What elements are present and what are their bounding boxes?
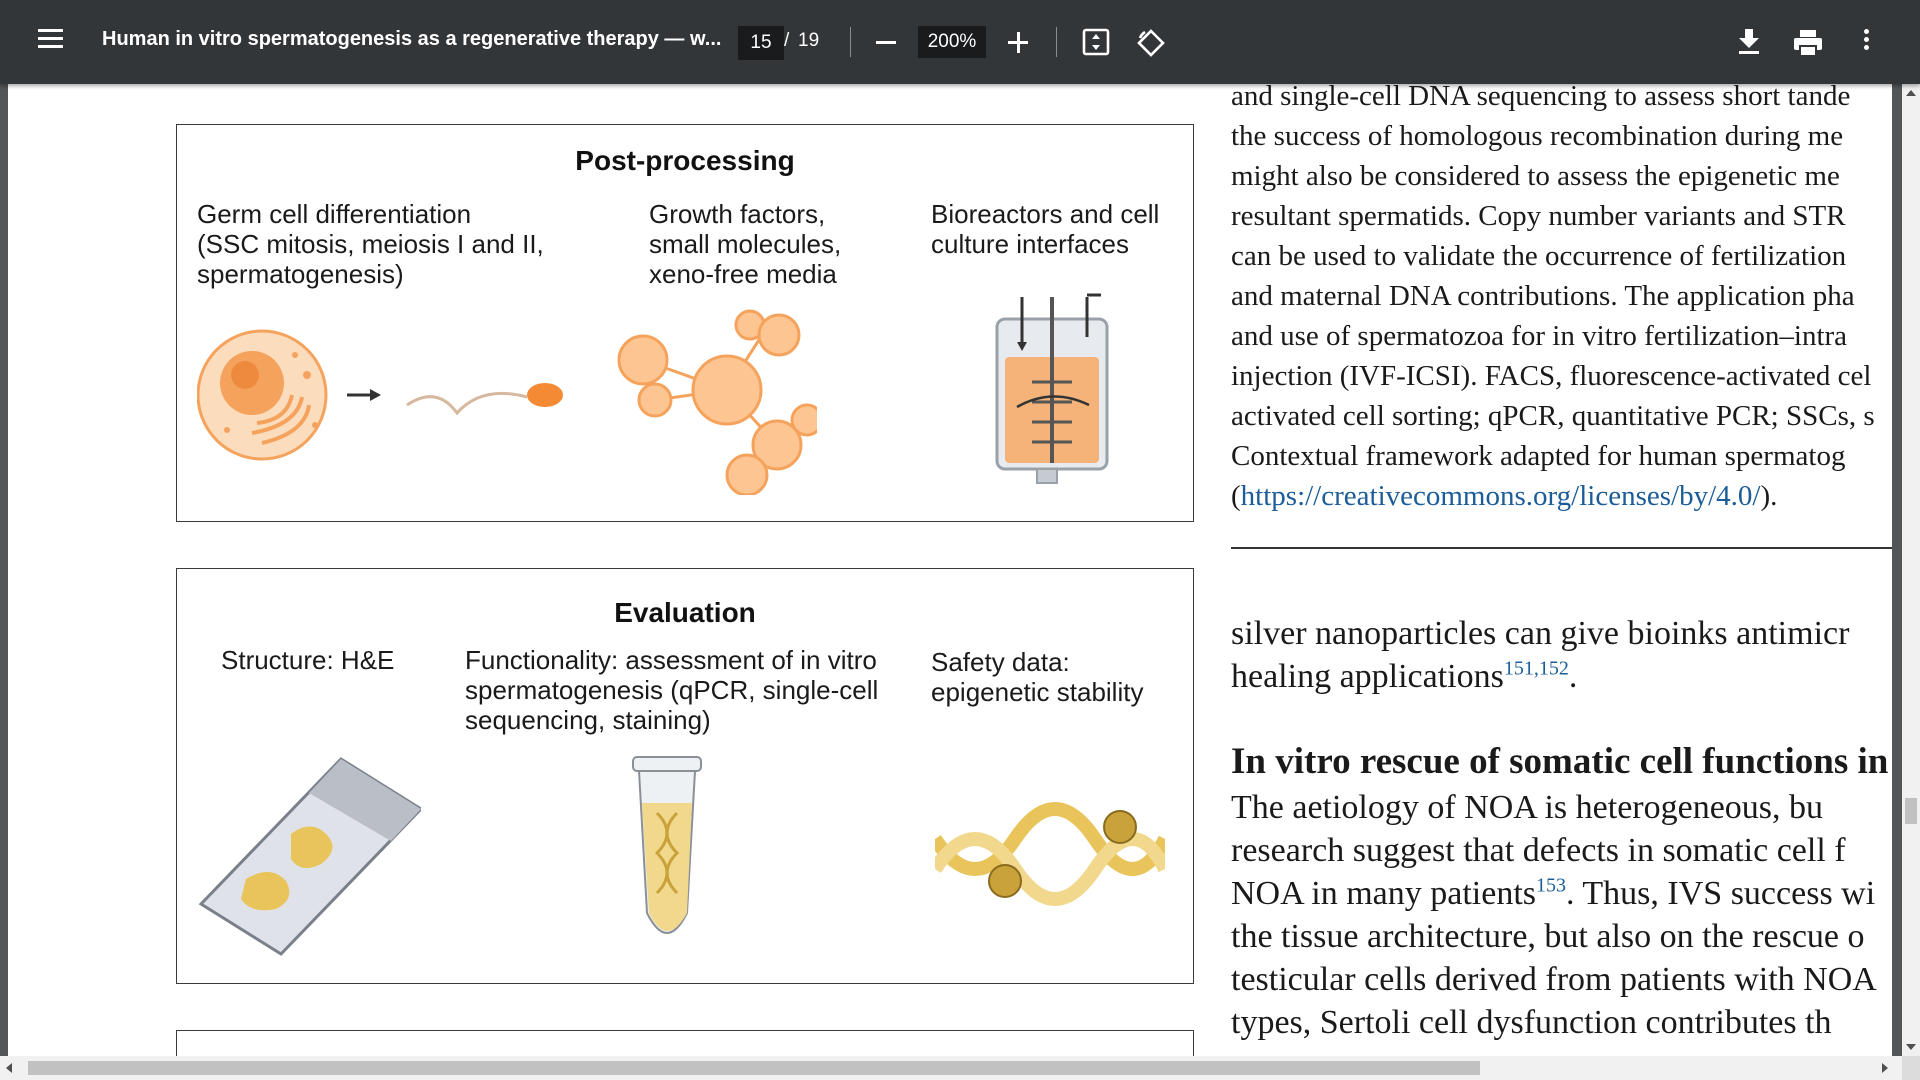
caption-line: might also be considered to assess the e… — [1231, 160, 1840, 192]
body-text: . — [1568, 658, 1578, 695]
page-separator: / — [784, 30, 790, 51]
document-title: Human in vitro spermatogenesis as a rege… — [102, 28, 722, 50]
caption-line: and single-cell DNA sequencing to assess… — [1231, 84, 1851, 112]
body-text: healing applications — [1231, 658, 1504, 695]
caption-line: injection (IVF-ICSI). FACS, fluorescence… — [1231, 360, 1872, 392]
pdf-toolbar: Human in vitro spermatogenesis as a rege… — [0, 0, 1920, 84]
print-icon[interactable] — [1792, 28, 1824, 58]
fit-to-page-icon[interactable] — [1082, 28, 1110, 56]
zoom-in-icon[interactable] — [1004, 22, 1034, 62]
evaluation-title: Evaluation — [614, 597, 756, 628]
germ-cell-label: Germ cell differentiation (SSC mitosis, … — [197, 199, 544, 289]
test-tube-illustration — [632, 756, 702, 934]
vertical-scroll-thumb[interactable] — [1905, 798, 1917, 824]
scrollbar-corner — [1902, 1056, 1920, 1080]
germ-cell-illustration — [197, 329, 563, 461]
rotate-icon[interactable] — [1136, 28, 1166, 58]
growth-factor-molecule-illustration — [617, 309, 817, 495]
horizontal-scroll-thumb[interactable] — [28, 1061, 1480, 1075]
paren-close: ). — [1760, 480, 1778, 512]
caption-line: can be used to validate the occurrence o… — [1231, 240, 1847, 272]
body-paragraph: silver nanoparticles can give bioinks an… — [1231, 612, 1892, 698]
scroll-up-arrow-icon[interactable] — [1906, 90, 1916, 96]
body-text: . Thus, IVS success wi — [1566, 875, 1876, 912]
functionality-label: Functionality: assessment of in vitro sp… — [465, 645, 879, 735]
body-line: testicular cells derived from patients w… — [1231, 961, 1877, 998]
caption-line: activated cell sorting; qPCR, quantitati… — [1231, 400, 1875, 432]
vertical-scrollbar[interactable] — [1902, 84, 1920, 1056]
post-processing-panel: Post-processing Germ cell differentiatio… — [176, 124, 1194, 522]
reference-link[interactable]: 153 — [1536, 874, 1567, 897]
caption-line: and maternal DNA contributions. The appl… — [1231, 280, 1855, 312]
growth-factors-label: Growth factors, small molecules, xeno-fr… — [649, 199, 842, 289]
zoom-out-icon[interactable] — [872, 22, 902, 62]
body-line: silver nanoparticles can give bioinks an… — [1231, 615, 1850, 652]
pdf-page: Post-processing Germ cell differentiatio… — [8, 84, 1892, 1056]
horizontal-scrollbar[interactable] — [0, 1056, 1920, 1080]
dna-helix-illustration — [935, 802, 1165, 906]
more-vert-icon[interactable] — [1856, 26, 1876, 58]
structure-label: Structure: H&E — [221, 645, 395, 675]
evaluation-panel: Evaluation Structure: H&E Functionality:… — [176, 568, 1194, 984]
scroll-down-arrow-icon[interactable] — [1906, 1044, 1916, 1050]
next-figure-panel — [176, 1030, 1194, 1056]
caption-line: the success of homologous recombination … — [1231, 120, 1844, 152]
body-line: the tissue architecture, but also on the… — [1231, 918, 1865, 955]
body-text: NOA in many patients — [1231, 875, 1537, 912]
caption-line: resultant spermatids. Copy number varian… — [1231, 200, 1846, 232]
page-number-input[interactable] — [738, 26, 784, 60]
body-line: NOA in many patients153. Thus, IVS succe… — [1231, 872, 1892, 915]
caption-line: Contextual framework adapted for human s… — [1231, 440, 1846, 472]
scroll-right-arrow-icon[interactable] — [1882, 1063, 1888, 1073]
figure-caption: and single-cell DNA sequencing to assess… — [1231, 84, 1892, 516]
caption-link-line: (https://creativecommons.org/licenses/by… — [1231, 476, 1892, 516]
download-icon[interactable] — [1734, 26, 1764, 56]
body-paragraph: The aetiology of NOA is heterogeneous, b… — [1231, 786, 1892, 1044]
page-total: 19 — [798, 30, 820, 51]
microscope-slide-illustration — [198, 757, 421, 956]
body-line: healing applications151,152. — [1231, 655, 1892, 698]
bioreactors-label: Bioreactors and cell culture interfaces — [931, 199, 1160, 259]
license-link[interactable]: https://creativecommons.org/licenses/by/… — [1240, 480, 1761, 512]
bioreactor-illustration — [995, 293, 1109, 484]
body-line: The aetiology of NOA is heterogeneous, b… — [1231, 789, 1824, 826]
section-heading: In vitro rescue of somatic cell function… — [1231, 741, 1889, 782]
body-line: types, Sertoli cell dysfunction contribu… — [1231, 1004, 1832, 1041]
paren-open: ( — [1231, 480, 1241, 512]
reference-link[interactable]: 151,152 — [1503, 657, 1569, 680]
post-processing-title: Post-processing — [575, 145, 795, 176]
caption-divider — [1231, 547, 1892, 549]
toolbar-divider — [1056, 27, 1057, 57]
body-line: research suggest that defects in somatic… — [1231, 832, 1846, 869]
menu-icon[interactable] — [34, 24, 68, 58]
caption-line: and use of spermatozoa for in vitro fert… — [1231, 320, 1848, 352]
toolbar-divider — [850, 27, 851, 57]
zoom-level-field[interactable]: 200% — [918, 26, 986, 58]
scroll-left-arrow-icon[interactable] — [6, 1063, 12, 1073]
safety-label: Safety data: epigenetic stability — [931, 647, 1144, 707]
